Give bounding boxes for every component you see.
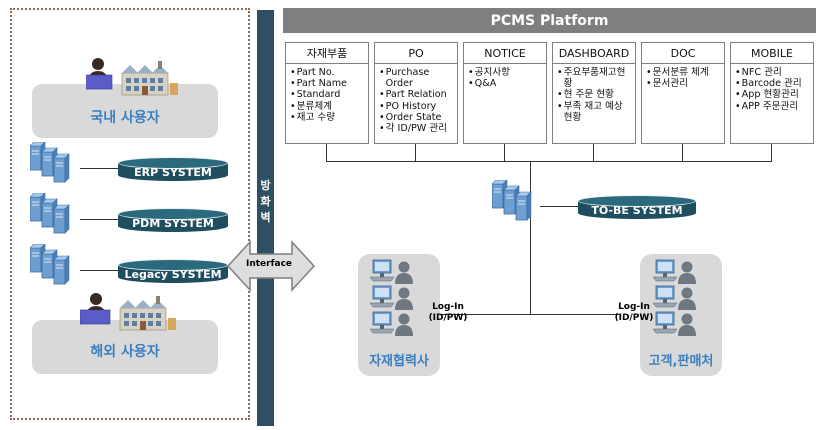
pdm-connector: [80, 219, 120, 220]
module-item: Part No.: [290, 67, 366, 78]
module-title: MOBILE: [731, 43, 813, 64]
module-item: 현 주문 현황: [557, 89, 633, 100]
module-item: Standard: [290, 89, 366, 100]
platform-header: PCMS Platform: [283, 8, 816, 33]
module-item: App 현황관리: [735, 89, 811, 100]
erp-server-icon: [30, 142, 90, 190]
module-item: 각 ID/PW 관리: [379, 123, 455, 134]
module-dashboard: DASHBOARD 주요부품재고현황 현 주문 현황 부족 재고 예상 현황: [552, 42, 636, 144]
module-item: 재고 수량: [290, 112, 366, 123]
legacy-server-icon: [30, 244, 90, 292]
module-item: Barcode 관리: [735, 78, 811, 89]
module-notice: NOTICE 공지사항 Q&A: [463, 42, 547, 144]
module-item: 공지사항: [468, 67, 544, 78]
module-item: Part Relation: [379, 89, 455, 100]
tobe-system-cylinder: TO-BE SYSTEM: [578, 195, 696, 219]
module-item: Order State: [379, 112, 455, 123]
module-mobile: MOBILE NFC 관리 Barcode 관리 App 현황관리 APP 주문…: [730, 42, 814, 144]
domestic-users-icon: [86, 58, 179, 96]
tobe-system-label: TO-BE SYSTEM: [591, 204, 683, 217]
module-item: 주요부품재고현황: [557, 67, 633, 89]
module-item: 부족 재고 예상 현황: [557, 101, 633, 123]
supplier-workstations-icon: [369, 259, 414, 337]
module-title: DASHBOARD: [553, 43, 635, 64]
module-item: APP 주문관리: [735, 101, 811, 112]
connector: [682, 144, 683, 161]
customer-box: [640, 254, 722, 376]
module-title: 자재부품: [286, 43, 368, 64]
platform-title: PCMS Platform: [490, 12, 609, 29]
module-po: PO Purchase Order Part Relation PO Histo…: [374, 42, 458, 144]
module-title: NOTICE: [464, 43, 546, 64]
erp-system-cylinder: ERP SYSTEM: [118, 157, 228, 181]
legacy-system-label: Legacy SYSTEM: [124, 268, 222, 281]
module-item: 분류체계: [290, 101, 366, 112]
interface-label: Interface: [245, 259, 293, 269]
customer-workstations-icon: [652, 259, 697, 337]
overseas-users-icon: [80, 293, 177, 331]
login-left-line1: Log-In: [432, 302, 464, 312]
module-item: 문서분류 체계: [646, 67, 722, 78]
connector: [415, 144, 416, 161]
login-right: Log-In (ID/PW): [614, 302, 654, 324]
interface-arrow: [226, 240, 316, 292]
login-left-line2: (ID/PW): [428, 313, 468, 323]
module-item: Q&A: [468, 78, 544, 89]
module-item: NFC 관리: [735, 67, 811, 78]
connector-bus: [326, 161, 772, 162]
connector-trunk: [530, 161, 531, 314]
module-title: PO: [375, 43, 457, 64]
supplier-label: 자재협력사: [369, 354, 429, 369]
pdm-system-cylinder: PDM SYSTEM: [118, 208, 228, 232]
module-item: 문서관리: [646, 78, 722, 89]
legacy-connector: [80, 270, 120, 271]
erp-connector: [80, 168, 120, 169]
domestic-users-label: 국내 사용자: [90, 110, 160, 126]
module-parts: 자재부품 Part No. Part Name Standard 분류체계 재고…: [285, 42, 369, 144]
connector: [593, 144, 594, 161]
login-right-line1: Log-In: [618, 302, 650, 312]
module-item: Part Name: [290, 78, 366, 89]
firewall-label: 방화벽: [260, 179, 271, 224]
tobe-server-icon: [492, 180, 552, 228]
login-connector: [440, 314, 620, 315]
connector: [504, 144, 505, 161]
login-left: Log-In (ID/PW): [428, 302, 468, 324]
overseas-users-label: 해외 사용자: [90, 344, 160, 360]
legacy-system-cylinder: Legacy SYSTEM: [118, 259, 228, 283]
module-doc: DOC 문서분류 체계 문서관리: [641, 42, 725, 144]
customer-label: 고객,판매처: [648, 354, 714, 369]
connector: [771, 144, 772, 161]
module-item: PO History: [379, 101, 455, 112]
connector: [326, 144, 327, 161]
module-item: Purchase Order: [379, 67, 455, 89]
erp-system-label: ERP SYSTEM: [134, 166, 212, 179]
pdm-system-label: PDM SYSTEM: [132, 217, 214, 230]
module-title: DOC: [642, 43, 724, 64]
login-right-line2: (ID/PW): [614, 313, 654, 323]
firewall-bar: [257, 10, 274, 426]
tobe-connector: [540, 206, 580, 207]
pdm-server-icon: [30, 193, 90, 241]
